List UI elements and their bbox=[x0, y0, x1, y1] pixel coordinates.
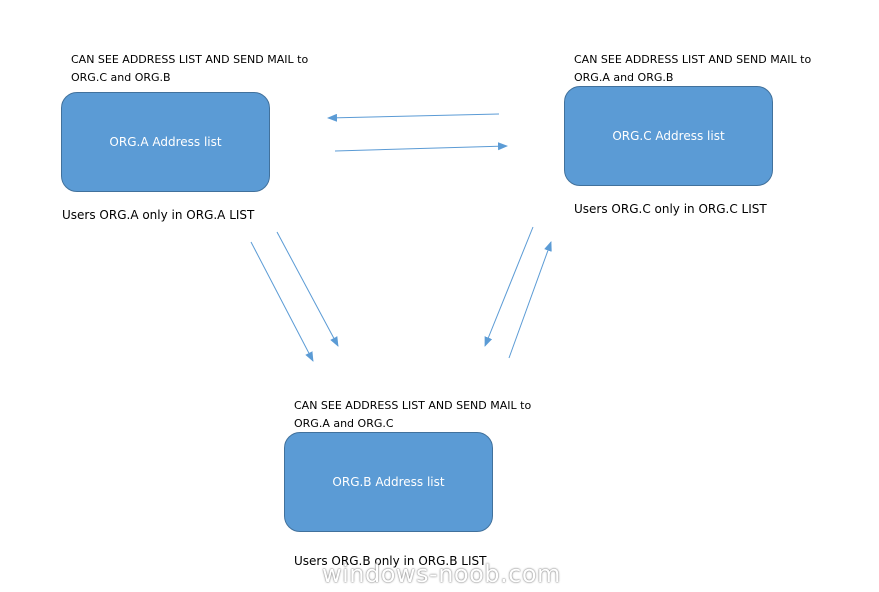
arrow-a-to-b-1 bbox=[250, 241, 314, 362]
org-c-box-label: ORG.C Address list bbox=[612, 129, 725, 143]
org-a-caption: CAN SEE ADDRESS LIST AND SEND MAIL to OR… bbox=[71, 51, 308, 87]
org-b-users-note: Users ORG.B only in ORG.B LIST bbox=[294, 554, 487, 568]
org-c-caption-line1: CAN SEE ADDRESS LIST AND SEND MAIL to bbox=[574, 53, 812, 66]
org-c-caption-line2: ORG.A and ORG.B bbox=[574, 71, 674, 84]
org-b-caption-line1: CAN SEE ADDRESS LIST AND SEND MAIL to bbox=[294, 399, 532, 412]
org-b-address-list-box: ORG.B Address list bbox=[284, 432, 493, 532]
arrow-c-to-a bbox=[327, 113, 500, 122]
org-b-caption: CAN SEE ADDRESS LIST AND SEND MAIL to OR… bbox=[294, 397, 531, 433]
watermark: windows-noob.com bbox=[322, 560, 561, 588]
org-b-caption-line2: ORG.A and ORG.C bbox=[294, 417, 394, 430]
org-c-caption: CAN SEE ADDRESS LIST AND SEND MAIL to OR… bbox=[574, 51, 811, 87]
org-b-box-label: ORG.B Address list bbox=[332, 475, 445, 489]
arrow-a-to-c bbox=[334, 142, 508, 152]
org-c-address-list-box: ORG.C Address list bbox=[564, 86, 773, 186]
org-a-caption-line2: ORG.C and ORG.B bbox=[71, 71, 171, 84]
org-a-address-list-box: ORG.A Address list bbox=[61, 92, 270, 192]
org-a-users-note: Users ORG.A only in ORG.A LIST bbox=[62, 208, 255, 222]
org-a-box-label: ORG.A Address list bbox=[109, 135, 222, 149]
arrow-b-to-c bbox=[508, 241, 552, 359]
org-c-users-note: Users ORG.C only in ORG.C LIST bbox=[574, 202, 767, 216]
arrow-c-to-b bbox=[484, 226, 534, 347]
arrow-a-to-b-2 bbox=[276, 231, 339, 347]
org-a-caption-line1: CAN SEE ADDRESS LIST AND SEND MAIL to bbox=[71, 53, 309, 66]
